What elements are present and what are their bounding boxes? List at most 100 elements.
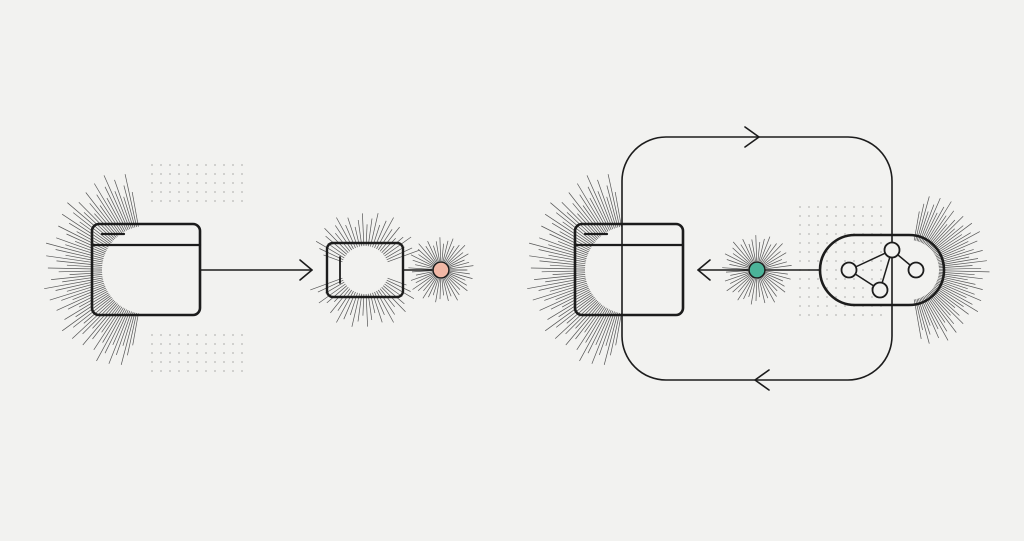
grid-dot: [880, 269, 882, 271]
grid-dot: [817, 314, 819, 316]
grid-dot: [844, 287, 846, 289]
grid-dot: [169, 191, 171, 193]
grid-dot: [187, 164, 189, 166]
grid-dot: [151, 343, 153, 345]
grid-dot: [862, 314, 864, 316]
grid-dot: [169, 361, 171, 363]
grid-dot: [817, 251, 819, 253]
grid-dot: [826, 305, 828, 307]
grid-dot: [835, 314, 837, 316]
grid-dot: [214, 191, 216, 193]
grid-dot: [844, 233, 846, 235]
grid-dot: [826, 269, 828, 271]
grid-dot: [196, 343, 198, 345]
grid-dot: [853, 224, 855, 226]
grid-dot: [862, 260, 864, 262]
grid-dot: [853, 296, 855, 298]
grid-dot: [187, 352, 189, 354]
grid-dot: [826, 296, 828, 298]
grid-dot: [241, 191, 243, 193]
grid-dot: [178, 164, 180, 166]
grid-dot: [160, 173, 162, 175]
grid-dot: [862, 287, 864, 289]
grid-dot: [880, 206, 882, 208]
grid-dot: [862, 224, 864, 226]
grid-dot: [826, 233, 828, 235]
grid-dot: [241, 361, 243, 363]
grid-dot: [232, 164, 234, 166]
grid-dot: [799, 224, 801, 226]
grid-dot: [196, 200, 198, 202]
grid-dot: [232, 334, 234, 336]
grid-dot: [817, 278, 819, 280]
grid-dot: [835, 242, 837, 244]
grid-dot: [187, 361, 189, 363]
grid-dot: [844, 251, 846, 253]
grid-dot: [241, 173, 243, 175]
grid-dot: [808, 251, 810, 253]
grid-dot: [844, 296, 846, 298]
grid-dot: [169, 182, 171, 184]
grid-dot: [160, 352, 162, 354]
grid-dot: [214, 370, 216, 372]
grid-dot: [853, 215, 855, 217]
grid-dot: [196, 361, 198, 363]
grid-dot: [160, 361, 162, 363]
grid-dot: [232, 361, 234, 363]
grid-dot: [853, 242, 855, 244]
grid-dot: [817, 224, 819, 226]
grid-dot: [223, 370, 225, 372]
grid-dot: [817, 296, 819, 298]
grid-dot: [151, 182, 153, 184]
grid-dot: [799, 314, 801, 316]
grid-dot: [817, 287, 819, 289]
grid-dot: [799, 296, 801, 298]
grid-dot: [232, 173, 234, 175]
grid-dot: [835, 251, 837, 253]
return-arrow-connector: [697, 259, 821, 281]
grid-dot: [160, 370, 162, 372]
grid-dot: [880, 251, 882, 253]
grid-dot: [880, 260, 882, 262]
grid-dot: [169, 164, 171, 166]
grid-dot: [178, 343, 180, 345]
grid-dot: [223, 343, 225, 345]
right-browser-window-icon: [573, 222, 685, 317]
grid-dot: [835, 296, 837, 298]
grid-dot: [214, 352, 216, 354]
grid-dot: [151, 334, 153, 336]
grid-dot: [232, 370, 234, 372]
grid-dot: [862, 269, 864, 271]
grid-dot: [196, 164, 198, 166]
grid-dot: [853, 278, 855, 280]
grid-dot: [835, 206, 837, 208]
grid-dot: [151, 352, 153, 354]
hub-dot-icon: [748, 261, 766, 279]
grid-dot: [835, 224, 837, 226]
grid-dot: [178, 352, 180, 354]
grid-dot: [223, 173, 225, 175]
grid-dot: [826, 260, 828, 262]
graph-node: [871, 281, 889, 299]
grid-dot: [844, 278, 846, 280]
grid-dot: [862, 206, 864, 208]
grid-dot: [160, 182, 162, 184]
grid-dot: [241, 334, 243, 336]
grid-dot: [160, 334, 162, 336]
grid-dot: [232, 191, 234, 193]
grid-dot: [196, 173, 198, 175]
grid-dot: [223, 200, 225, 202]
grid-dot: [214, 334, 216, 336]
grid-dot: [799, 206, 801, 208]
grid-dot: [160, 343, 162, 345]
left-flow: [90, 222, 450, 317]
grid-dot: [205, 352, 207, 354]
grid-dot: [871, 278, 873, 280]
right-flow: [573, 126, 946, 391]
grid-dot: [844, 206, 846, 208]
grid-dot: [187, 191, 189, 193]
grid-dot: [880, 242, 882, 244]
grid-dot: [817, 242, 819, 244]
grid-dot: [205, 361, 207, 363]
